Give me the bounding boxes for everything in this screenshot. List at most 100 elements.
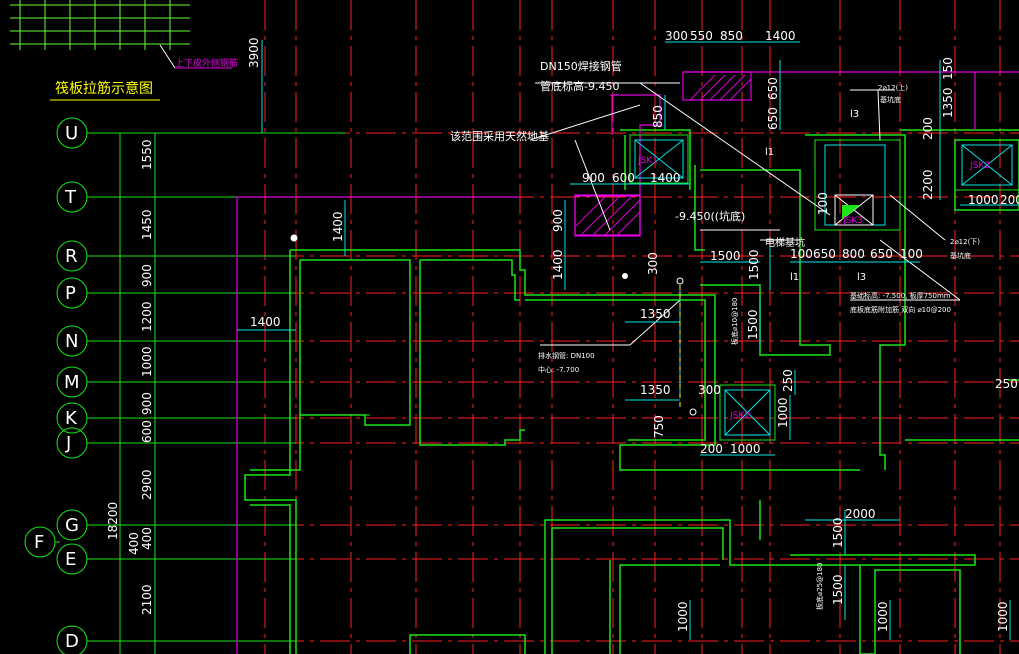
svg-text:l1: l1 bbox=[765, 147, 774, 158]
svg-text:100: 100 bbox=[790, 247, 813, 261]
magenta-outlines bbox=[236, 71, 1019, 654]
axis-bubble-p: P bbox=[56, 277, 88, 309]
svg-text:250: 250 bbox=[995, 377, 1018, 391]
svg-text:1550: 1550 bbox=[140, 139, 154, 170]
svg-text:1400: 1400 bbox=[650, 171, 681, 185]
svg-text:F: F bbox=[34, 532, 44, 553]
top-label: 上下皮外侧钢筋 bbox=[175, 57, 238, 69]
hatch-box-top bbox=[682, 71, 752, 101]
axis-bubble-f: F bbox=[24, 526, 56, 558]
hatch-grid-top-left bbox=[10, 0, 190, 50]
point-marker bbox=[290, 234, 298, 242]
svg-text:650: 650 bbox=[813, 247, 836, 261]
svg-text:l3: l3 bbox=[850, 109, 859, 120]
svg-text:1400: 1400 bbox=[250, 315, 281, 329]
axis-bubble-e: E bbox=[56, 543, 88, 575]
svg-text:P: P bbox=[65, 283, 76, 304]
dim-top-850: 850 bbox=[720, 29, 743, 43]
point-marker bbox=[689, 408, 697, 416]
svg-text:900: 900 bbox=[582, 171, 605, 185]
foundation-walls bbox=[244, 129, 1019, 654]
svg-text:R: R bbox=[65, 246, 78, 267]
axis-bubble-r: R bbox=[56, 240, 88, 272]
svg-text:K: K bbox=[65, 408, 78, 429]
svg-text:200: 200 bbox=[921, 117, 935, 140]
svg-text:1350: 1350 bbox=[640, 383, 671, 397]
dim-3900: 3900 bbox=[247, 37, 261, 68]
axis-bubble-n: N bbox=[56, 325, 88, 357]
dimension-texts: 300 550 850 1400 650 850 650 900 600 140… bbox=[250, 29, 1019, 632]
sump-jsk3: JSK3 bbox=[814, 139, 901, 231]
vertical-grid-lines bbox=[264, 0, 1001, 654]
svg-text:JSK2: JSK2 bbox=[729, 411, 750, 421]
dim-top-550: 550 bbox=[690, 29, 713, 43]
svg-text:JSK1: JSK1 bbox=[637, 156, 658, 166]
svg-text:2⌀12(下): 2⌀12(下) bbox=[950, 238, 980, 246]
svg-text:1400: 1400 bbox=[551, 249, 565, 280]
note-elevator-pit: 电梯基坑 bbox=[765, 236, 805, 249]
svg-text:1500: 1500 bbox=[747, 249, 761, 280]
note-center-elev: 中心: -7.700 bbox=[538, 365, 579, 374]
svg-text:900: 900 bbox=[140, 392, 154, 415]
svg-text:400: 400 bbox=[140, 527, 154, 550]
point-marker bbox=[622, 273, 628, 279]
axis-bubble-m: M bbox=[56, 366, 88, 398]
svg-text:400: 400 bbox=[127, 532, 141, 555]
note-native-soil: 该范围采用天然地基 bbox=[450, 129, 549, 143]
svg-text:1000: 1000 bbox=[776, 397, 790, 428]
hatch-pattern bbox=[575, 74, 752, 237]
svg-text:1400: 1400 bbox=[331, 211, 345, 242]
svg-text:200: 200 bbox=[700, 442, 723, 456]
svg-text:18200: 18200 bbox=[106, 502, 120, 540]
svg-text:1000: 1000 bbox=[676, 601, 690, 632]
svg-text:150: 150 bbox=[941, 57, 955, 80]
svg-text:J: J bbox=[65, 433, 71, 454]
svg-text:1000: 1000 bbox=[730, 442, 761, 456]
cyan-dimension-lines bbox=[237, 41, 1019, 640]
svg-text:基础标高: -7.500, 板厚750mm: 基础标高: -7.500, 板厚750mm bbox=[850, 291, 951, 300]
svg-text:1000: 1000 bbox=[140, 346, 154, 377]
svg-text:板底⌀25@180: 板底⌀25@180 bbox=[815, 563, 824, 610]
svg-text:U: U bbox=[65, 123, 78, 144]
svg-text:1500: 1500 bbox=[710, 249, 741, 263]
axis-bubbles: U T R P N M K J G E D F bbox=[24, 117, 520, 654]
svg-text:2000: 2000 bbox=[845, 507, 876, 521]
leader-lines bbox=[529, 82, 961, 346]
hatch-box-mid bbox=[574, 195, 641, 237]
svg-text:1450: 1450 bbox=[140, 209, 154, 240]
note-pipe-bottom: 管底标高-9.450 bbox=[540, 79, 619, 93]
svg-text:900: 900 bbox=[140, 264, 154, 287]
svg-text:300: 300 bbox=[698, 383, 721, 397]
svg-text:750: 750 bbox=[652, 415, 666, 438]
note-pit-bottom: -9.450((坑底) bbox=[675, 209, 745, 223]
svg-text:300: 300 bbox=[646, 252, 660, 275]
svg-text:1000: 1000 bbox=[876, 601, 890, 632]
axis-bubble-d: D bbox=[56, 625, 88, 654]
svg-text:底板底筋附加筋 双向 ⌀10@200: 底板底筋附加筋 双向 ⌀10@200 bbox=[850, 305, 951, 314]
dim-top-1400: 1400 bbox=[765, 29, 796, 43]
svg-text:1000: 1000 bbox=[968, 193, 999, 207]
sump-jsk2-top: JSK2 bbox=[954, 139, 1019, 191]
svg-text:2⌀12(上): 2⌀12(上) bbox=[878, 83, 908, 92]
svg-text:JSK3: JSK3 bbox=[842, 216, 863, 226]
svg-text:T: T bbox=[64, 187, 77, 208]
dim-top-300: 300 bbox=[665, 29, 688, 43]
svg-text:1350: 1350 bbox=[640, 307, 671, 321]
axis-bubble-u: U bbox=[56, 117, 88, 149]
svg-text:100: 100 bbox=[816, 192, 830, 215]
svg-text:600: 600 bbox=[612, 171, 635, 185]
svg-text:基坑底: 基坑底 bbox=[950, 251, 971, 260]
svg-text:D: D bbox=[65, 631, 79, 652]
svg-text:800: 800 bbox=[842, 247, 865, 261]
annotation-notes: DN150焊接钢管 管底标高-9.450 该范围采用天然地基 -9.450((坑… bbox=[450, 59, 980, 610]
svg-text:1500: 1500 bbox=[831, 517, 845, 548]
svg-text:基坑底: 基坑底 bbox=[880, 95, 901, 104]
svg-text:850: 850 bbox=[651, 105, 665, 128]
svg-text:1500: 1500 bbox=[831, 574, 845, 605]
axis-bubble-t: T bbox=[56, 181, 88, 213]
axis-bubble-g: G bbox=[56, 509, 88, 541]
svg-text:900: 900 bbox=[551, 209, 565, 232]
svg-text:200: 200 bbox=[1000, 193, 1019, 207]
svg-text:1500: 1500 bbox=[746, 309, 760, 340]
sump-jsk1: JSK1 bbox=[629, 134, 689, 184]
